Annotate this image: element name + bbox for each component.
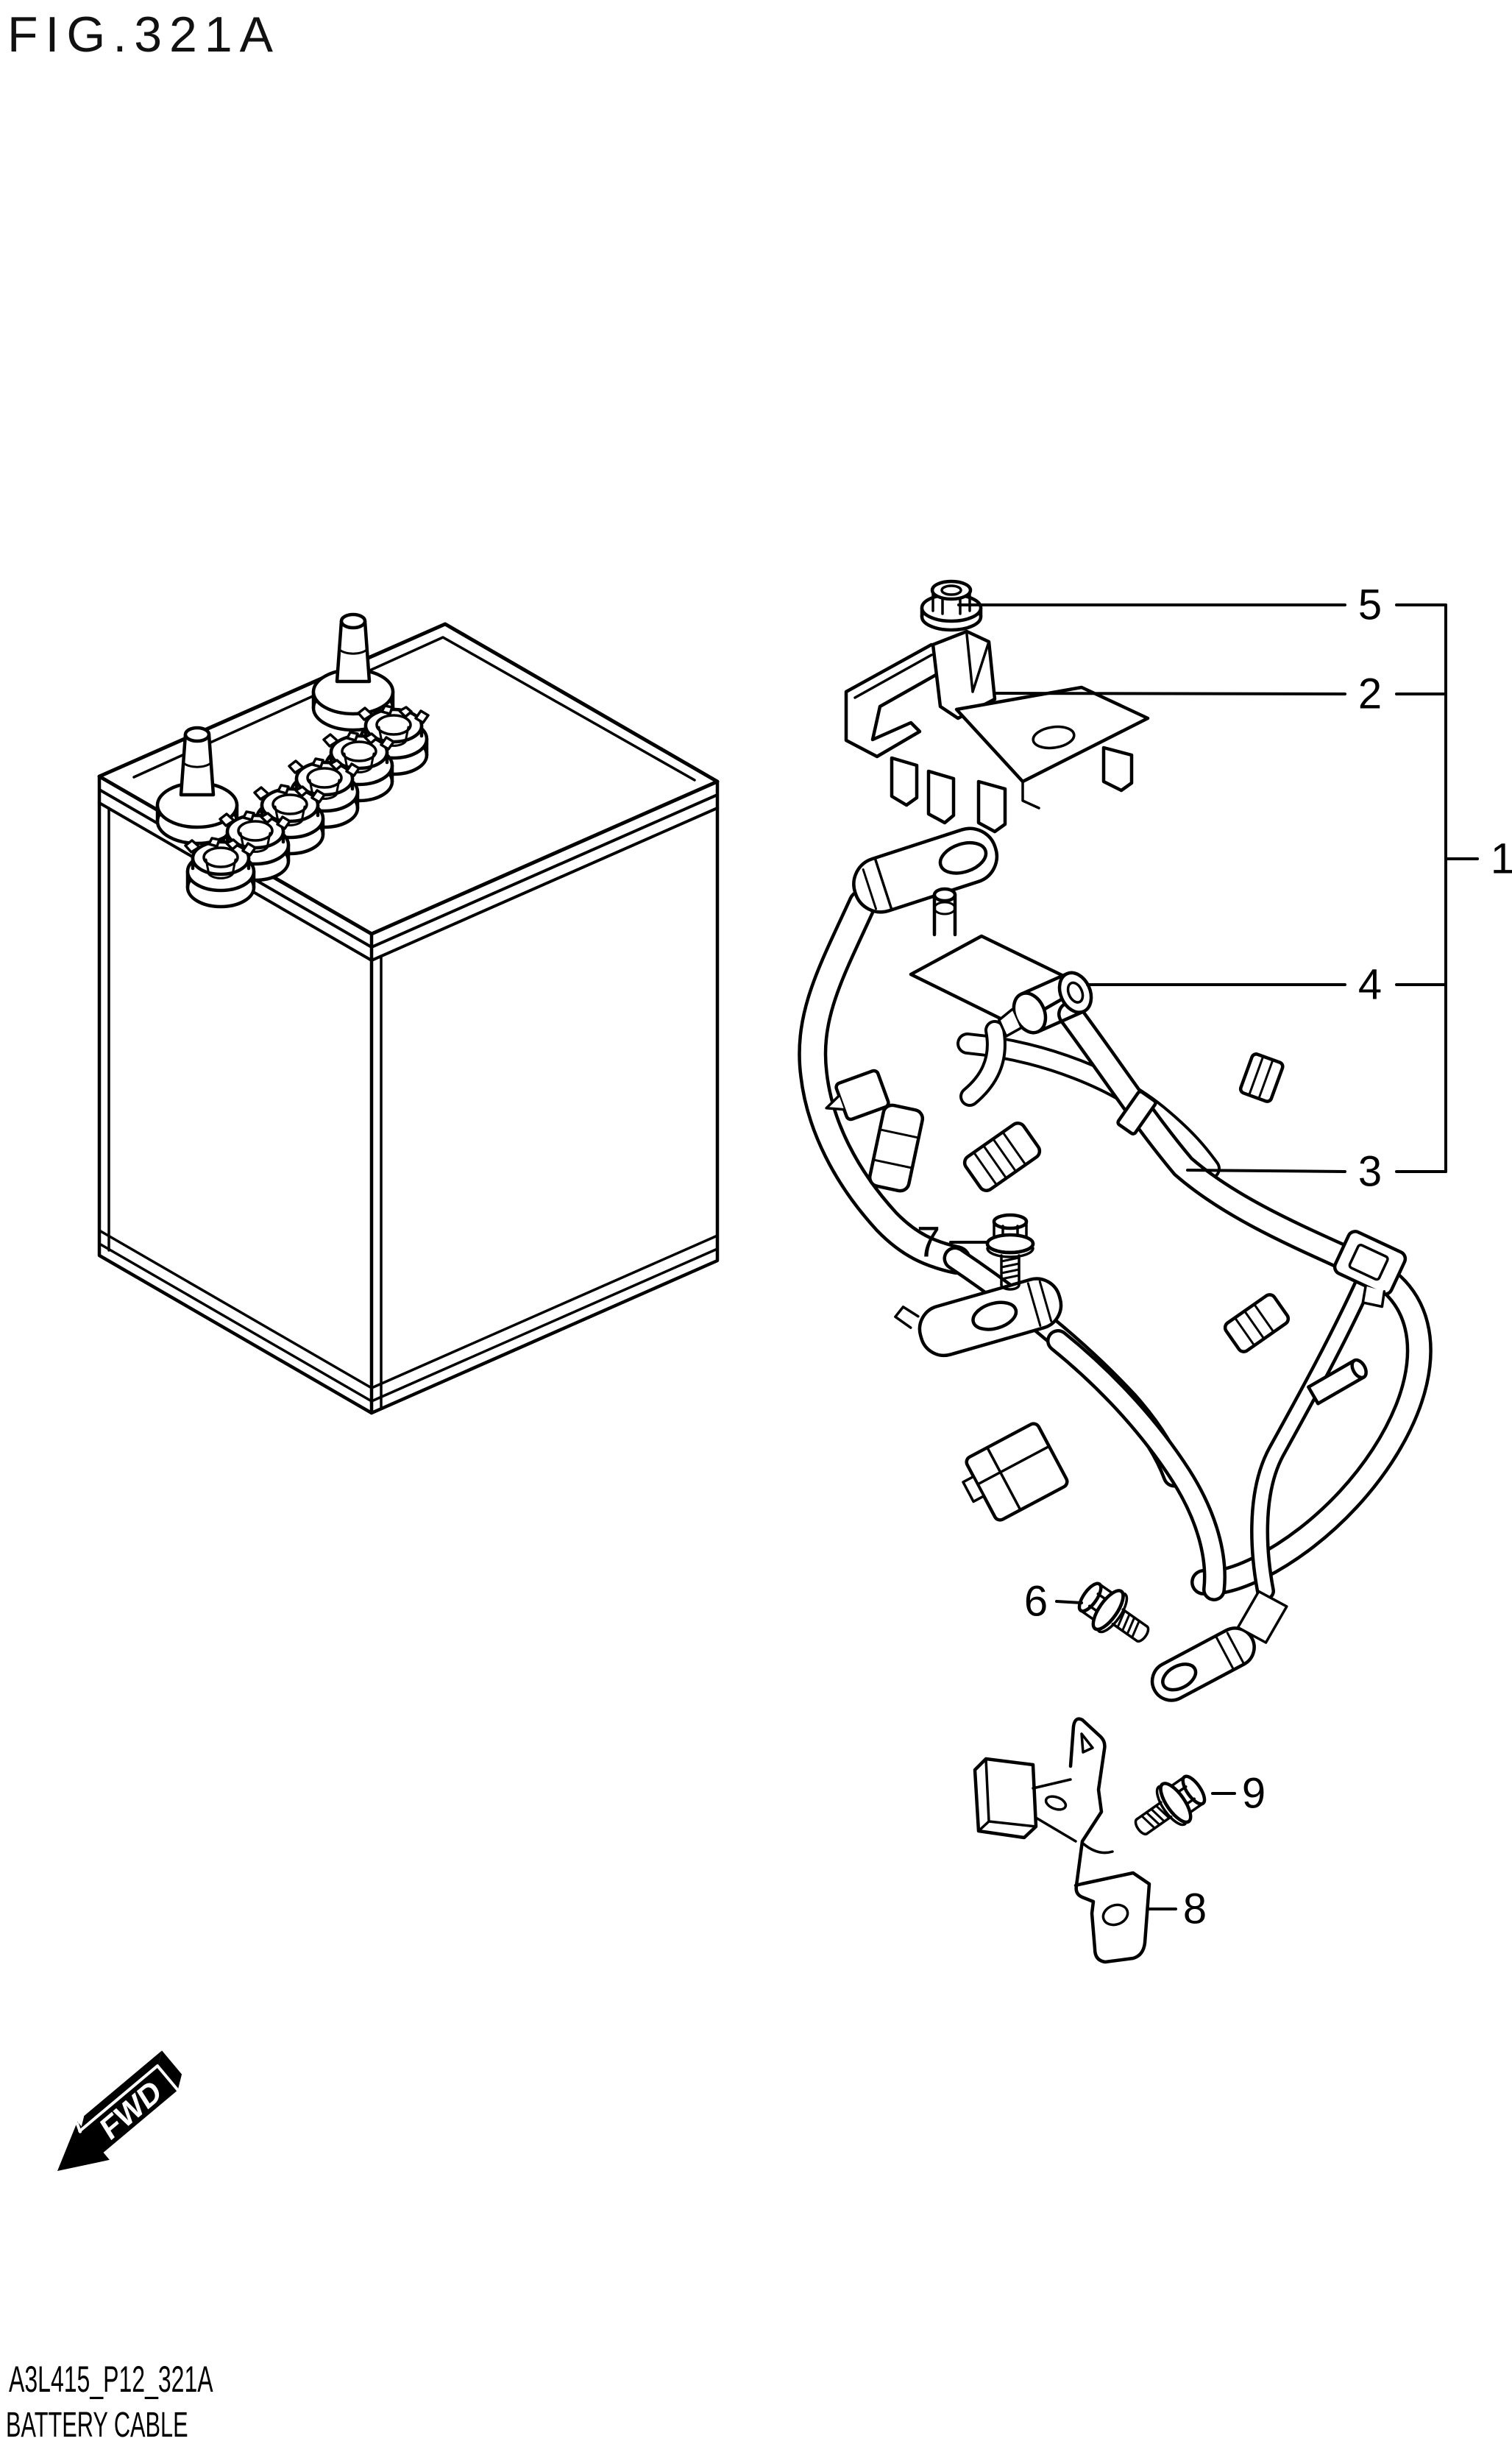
battery-cable-assembly	[798, 826, 1433, 1702]
callout-label-6: 6	[1023, 1577, 1048, 1626]
ring-terminal-small	[1150, 1590, 1288, 1702]
bracket-part-8	[973, 1717, 1151, 1964]
nut-part-5	[920, 579, 983, 632]
wire-clip-tab	[825, 1069, 890, 1122]
leader-line-3	[1186, 1169, 1346, 1173]
callout-label-7: 7	[916, 1218, 941, 1267]
corrugated-boot	[1223, 1293, 1291, 1353]
callout-label-5: 5	[1357, 581, 1383, 629]
footer-part-name: BATTERY CABLE	[6, 2406, 188, 2444]
leader-line-6	[1055, 1600, 1083, 1604]
callout-label-1: 1	[1490, 835, 1512, 883]
cable-stub	[959, 1020, 1007, 1107]
ground-lug	[894, 1277, 1063, 1358]
figure-title: FIG.321A	[7, 7, 281, 63]
battery-illustration	[97, 614, 720, 1415]
callout-label-2: 2	[1357, 670, 1383, 718]
callout-label-4: 4	[1357, 960, 1383, 1009]
fwd-arrow-icon: FWD	[57, 2050, 182, 2171]
harness-clip-top	[1238, 1052, 1285, 1103]
stub-cylinder	[1307, 1358, 1368, 1406]
footer-drawing-code: A3L415_P12_321A	[9, 2359, 213, 2400]
leader-line-2	[993, 692, 1346, 695]
cable-main-loop	[1057, 1001, 1433, 1596]
callout-label-8: 8	[1182, 1885, 1207, 1933]
callout-label-3: 3	[1357, 1147, 1383, 1196]
callout-label-9: 9	[1241, 1769, 1266, 1818]
cable-sleeve	[867, 1103, 925, 1193]
bolt-part-6	[1071, 1575, 1158, 1655]
cable-strap	[1250, 1269, 1375, 1601]
cable-positive	[798, 889, 971, 1275]
cable-to-ground-lug	[1046, 1329, 1227, 1601]
connector-block	[962, 1422, 1069, 1522]
ring-terminal-top	[852, 826, 999, 914]
window-clip	[1332, 1230, 1408, 1308]
corrugated-boot	[962, 1122, 1042, 1192]
band-clip	[1116, 1090, 1157, 1136]
bracket-part-2	[844, 629, 1150, 834]
battery-body	[97, 801, 720, 1415]
terminal-clamp-part-4	[909, 887, 1093, 1038]
callout-leader-lines	[949, 603, 1479, 1910]
bolt-part-9	[1125, 1768, 1212, 1848]
